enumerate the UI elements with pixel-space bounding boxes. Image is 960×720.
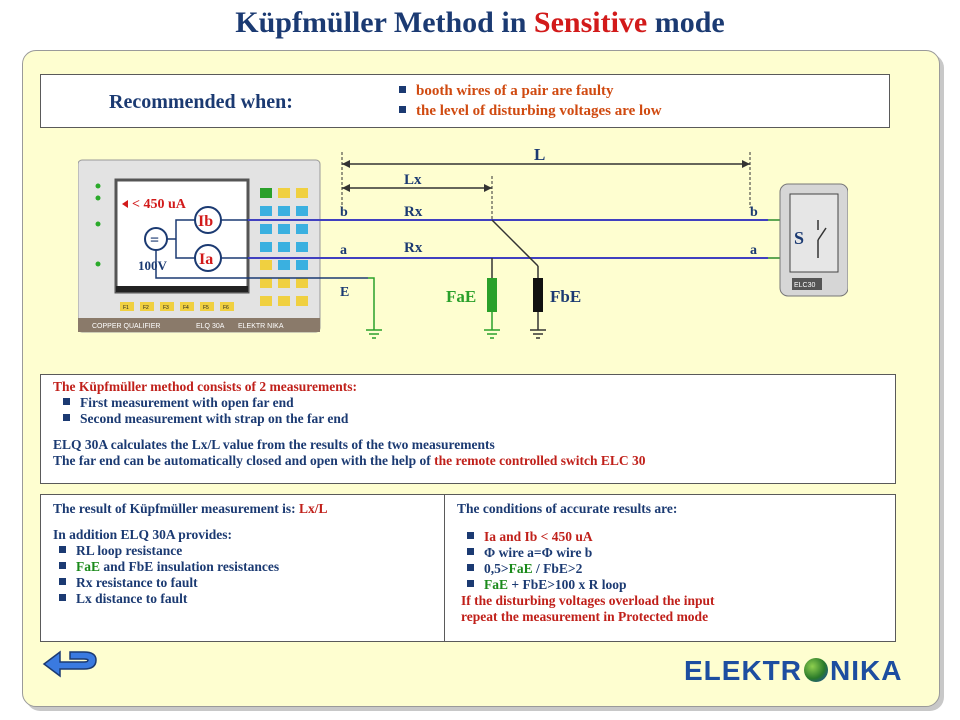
ib-label: Ib	[198, 213, 213, 230]
result-item: Lx distance to fault	[53, 591, 432, 607]
conditions-heading: The conditions of accurate results are:	[457, 501, 678, 516]
result-item: RL loop resistance	[53, 543, 432, 559]
wire-a-label: a	[340, 243, 347, 258]
switch-label: S	[794, 228, 804, 248]
conditions-note: If the disturbing voltages overload the …	[461, 593, 715, 608]
wire-b-label: b	[340, 205, 348, 220]
method-item: First measurement with open far end	[53, 395, 883, 411]
keypad	[260, 188, 308, 306]
page-title: Küpfmüller Method in Sensitive mode	[235, 6, 725, 39]
svg-text:F5: F5	[203, 305, 209, 311]
remote-tag: ELC30	[794, 282, 816, 289]
recommended-box: Recommended when: booth wires of a pair …	[40, 74, 890, 128]
svg-text:F6: F6	[223, 305, 229, 311]
rx-label-b: Rx	[404, 204, 423, 220]
softkeys: F1 F2 F3 F4 F5 F6	[120, 302, 234, 311]
recommended-label: Recommended when:	[109, 91, 293, 113]
voltage-label: 100V	[138, 258, 168, 273]
method-paragraph-2: The far end can be automatically closed …	[53, 453, 646, 468]
globe-icon	[804, 657, 828, 682]
fbe-label: FbE	[550, 287, 581, 306]
condition-item: Φ wire a=Φ wire b	[457, 545, 883, 561]
method-item: Second measurement with strap on the far…	[53, 411, 883, 427]
back-arrow-icon[interactable]	[40, 648, 100, 682]
ia-label: Ia	[199, 251, 213, 268]
recommended-item: the level of disturbing voltages are low	[399, 101, 662, 121]
wire-a-far-label: a	[750, 243, 757, 258]
measurement-diagram: COPPER QUALIFIER ELQ 30A ELEKTR NIKA F1 …	[78, 146, 848, 339]
result-item: FaE and FbE insulation resistances	[53, 559, 432, 575]
current-limit: < 450 uA	[132, 197, 187, 212]
result-column: The result of Küpfmüller measurement is:…	[41, 495, 445, 641]
conditions-column: The conditions of accurate results are: …	[445, 495, 895, 641]
wire-b-far-label: b	[750, 205, 758, 220]
svg-text:F2: F2	[143, 305, 149, 311]
conditions-note: repeat the measurement in Protected mode	[461, 609, 709, 624]
earth-label: E	[340, 285, 349, 300]
condition-item: Ia and Ib < 450 uA	[457, 529, 883, 545]
condition-item: FaE + FbE>100 x R loop	[457, 577, 883, 593]
device-footer-left: COPPER QUALIFIER	[92, 323, 160, 330]
device-footer-model: ELQ 30A	[196, 323, 225, 330]
rx-label-a: Rx	[404, 240, 423, 256]
fae-label: FaE	[446, 287, 476, 306]
recommended-item: booth wires of a pair are faulty	[399, 81, 662, 101]
result-box: The result of Küpfmüller measurement is:…	[40, 494, 896, 642]
result-item: Rx resistance to fault	[53, 575, 432, 591]
device-footer-brand: ELEKTR NIKA	[238, 323, 284, 330]
meter-symbol: =	[150, 232, 159, 249]
svg-text:F4: F4	[183, 305, 189, 311]
condition-item: 0,5>FaE / FbE>2	[457, 561, 883, 577]
svg-text:F1: F1	[123, 305, 129, 311]
method-paragraph-1: ELQ 30A calculates the Lx/L value from t…	[53, 437, 495, 452]
method-box: The Küpfmüller method consists of 2 meas…	[40, 374, 896, 484]
length-l-label: L	[534, 146, 545, 164]
method-heading: The Küpfmüller method consists of 2 meas…	[53, 379, 357, 394]
length-lx-label: Lx	[404, 172, 422, 188]
svg-text:F3: F3	[163, 305, 169, 311]
